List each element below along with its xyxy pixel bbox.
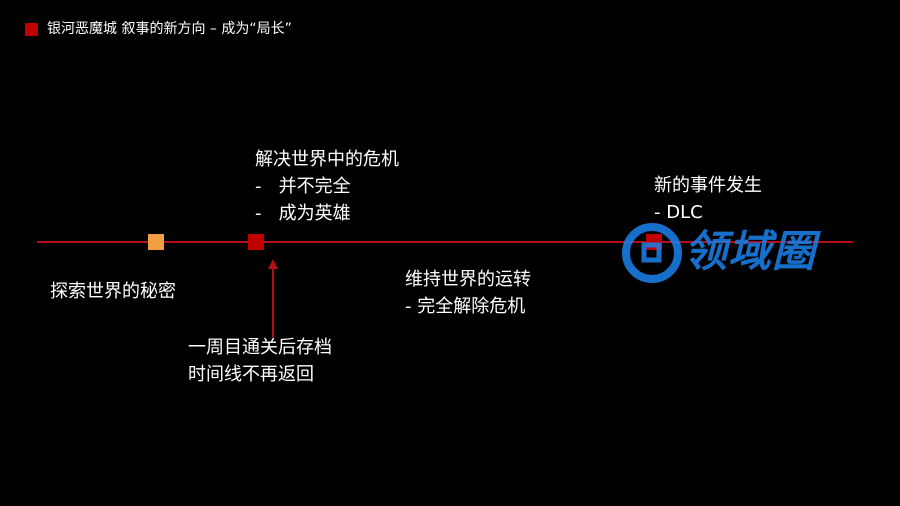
watermark-text: 领域圈 <box>684 227 816 277</box>
event-crisis-item-1: - 并不完全 <box>255 176 351 197</box>
event-crisis: 解决世界中的危机 - 并不完全 - 成为英雄 <box>255 146 399 227</box>
slide-title: 银河恶魔城 叙事的新方向 – 成为“局长” <box>47 21 292 37</box>
event-save: 一周目通关后存档 时间线不再返回 <box>188 334 332 388</box>
event-crisis-item-2: - 成为英雄 <box>255 203 351 224</box>
header-accent-square <box>25 22 38 36</box>
event-save-subtitle: 时间线不再返回 <box>188 364 314 385</box>
event-dlc-title: 新的事件发生 <box>654 175 762 196</box>
logo-ring-icon <box>622 223 682 283</box>
save-arrow-icon <box>268 259 278 337</box>
event-explore-text: 探索世界的秘密 <box>50 281 176 302</box>
event-maintain-item: - 完全解除危机 <box>405 296 526 317</box>
marker-first-clear <box>248 234 264 250</box>
event-dlc-item: - DLC <box>654 202 703 223</box>
event-maintain-title: 维持世界的运转 <box>405 269 531 290</box>
event-crisis-title: 解决世界中的危机 <box>255 149 399 170</box>
slide-header: 银河恶魔城 叙事的新方向 – 成为“局长” <box>25 20 292 38</box>
timeline-line <box>37 241 853 243</box>
event-dlc: 新的事件发生 - DLC <box>654 172 762 226</box>
marker-explore <box>148 234 164 250</box>
event-explore-label: 探索世界的秘密 <box>50 278 176 305</box>
watermark: 领域圈 <box>622 222 872 284</box>
event-maintain: 维持世界的运转 - 完全解除危机 <box>405 266 531 320</box>
event-save-title: 一周目通关后存档 <box>188 337 332 358</box>
